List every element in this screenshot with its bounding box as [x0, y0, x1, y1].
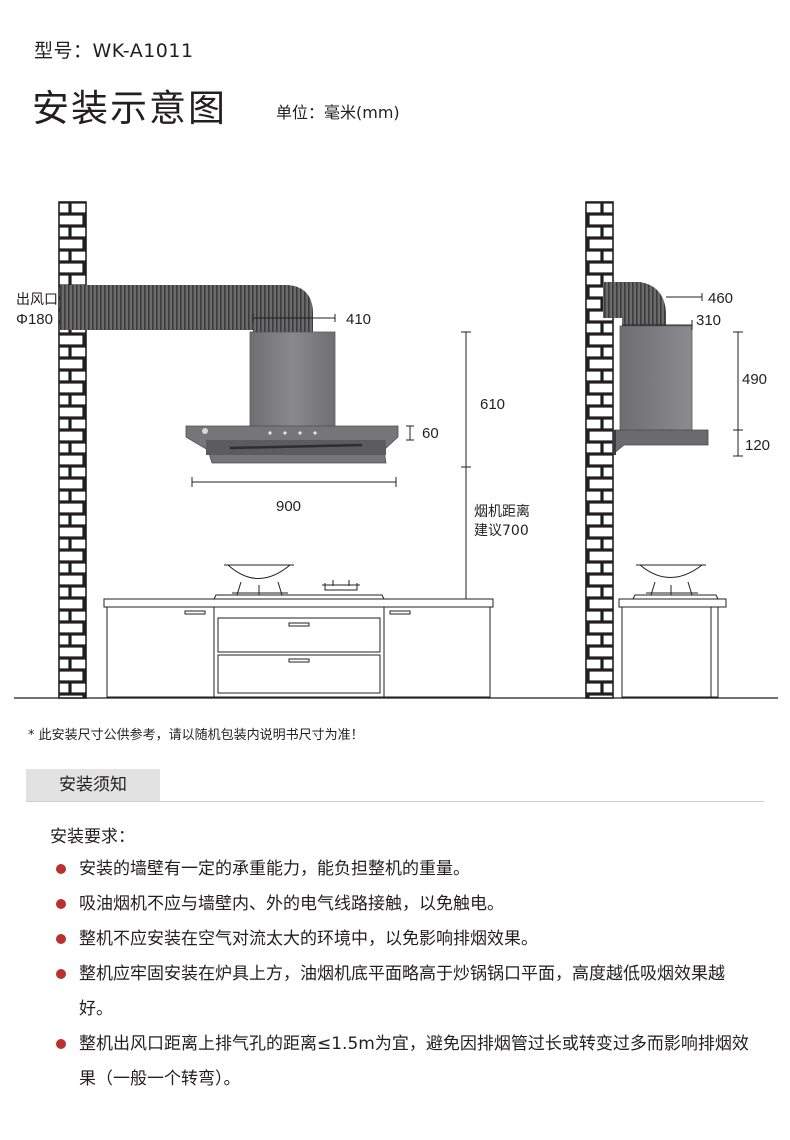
dim-chimney-width: 410: [346, 311, 371, 328]
page-title: 安装示意图: [32, 87, 227, 130]
installation-diagram: 出风口 Φ180 410 60 900 610 烟机距离 建议700: [14, 201, 778, 699]
list-item: 吸油烟机不应与墙壁内、外的电气线路接触，以免触电。: [56, 887, 756, 922]
dim-chimney-height: 490: [742, 371, 767, 388]
outlet-diameter: Φ180: [16, 311, 53, 328]
disclaimer-note: * 此安装尺寸公供参考，请以随机包装内说明书尺寸为准！: [28, 728, 364, 743]
unit-label: 单位：毫米(mm): [276, 103, 400, 122]
hood-chimney-side: [619, 325, 693, 435]
dim-hood-height: 60: [422, 425, 439, 442]
logo-icon: [202, 428, 208, 434]
kitchen-cabinet: [103, 594, 494, 698]
dim-outlet-depth: 460: [708, 290, 733, 307]
bullet-icon: [56, 1039, 66, 1049]
model-number: 型号：WK-A1011: [34, 40, 194, 62]
wok-icon: [224, 564, 294, 596]
requirements-title: 安装要求：: [50, 827, 135, 847]
list-item: 整机应牢固安装在炉具上方，油烟机底平面略高于炒锅锅口平面，高度越低吸烟效果越好。: [56, 957, 756, 1027]
kitchen-cabinet-side: [618, 594, 727, 698]
range-hood-front: [185, 425, 399, 464]
exhaust-duct-side: [603, 282, 666, 326]
section-tab-install-notes: 安装须知: [26, 769, 160, 801]
dim-chimney-depth: 310: [696, 312, 721, 329]
left-wall: [58, 201, 87, 699]
dim-hood-width: 900: [276, 498, 301, 515]
dim-side-hood-height: 120: [745, 437, 770, 454]
burner-icon: [322, 580, 360, 591]
list-item: 整机不应安装在空气对流太大的环境中，以免影响排烟效果。: [56, 922, 756, 957]
outlet-label: 出风口: [16, 292, 58, 308]
section-divider: [26, 801, 764, 802]
distance-note-1: 烟机距离: [474, 503, 530, 520]
right-wall: [585, 201, 614, 699]
dim-total-height: 610: [480, 396, 505, 413]
bullet-icon: [56, 969, 66, 979]
hood-chimney: [249, 331, 336, 429]
bullet-icon: [56, 899, 66, 909]
bullet-icon: [56, 864, 66, 874]
list-item: 整机出风口距离上排气孔的距离≤1.5m为宜，避免因排烟管过长或转变过多而影响排烟…: [56, 1027, 756, 1097]
requirements-list: 安装的墙壁有一定的承重能力，能负担整机的重量。 吸油烟机不应与墙壁内、外的电气线…: [56, 852, 756, 1097]
bullet-icon: [56, 934, 66, 944]
distance-note-2: 建议700: [474, 523, 529, 539]
list-item: 安装的墙壁有一定的承重能力，能负担整机的重量。: [56, 852, 756, 887]
wok-icon-side: [636, 564, 706, 596]
exhaust-duct: [60, 285, 313, 335]
range-hood-side: [612, 429, 709, 455]
